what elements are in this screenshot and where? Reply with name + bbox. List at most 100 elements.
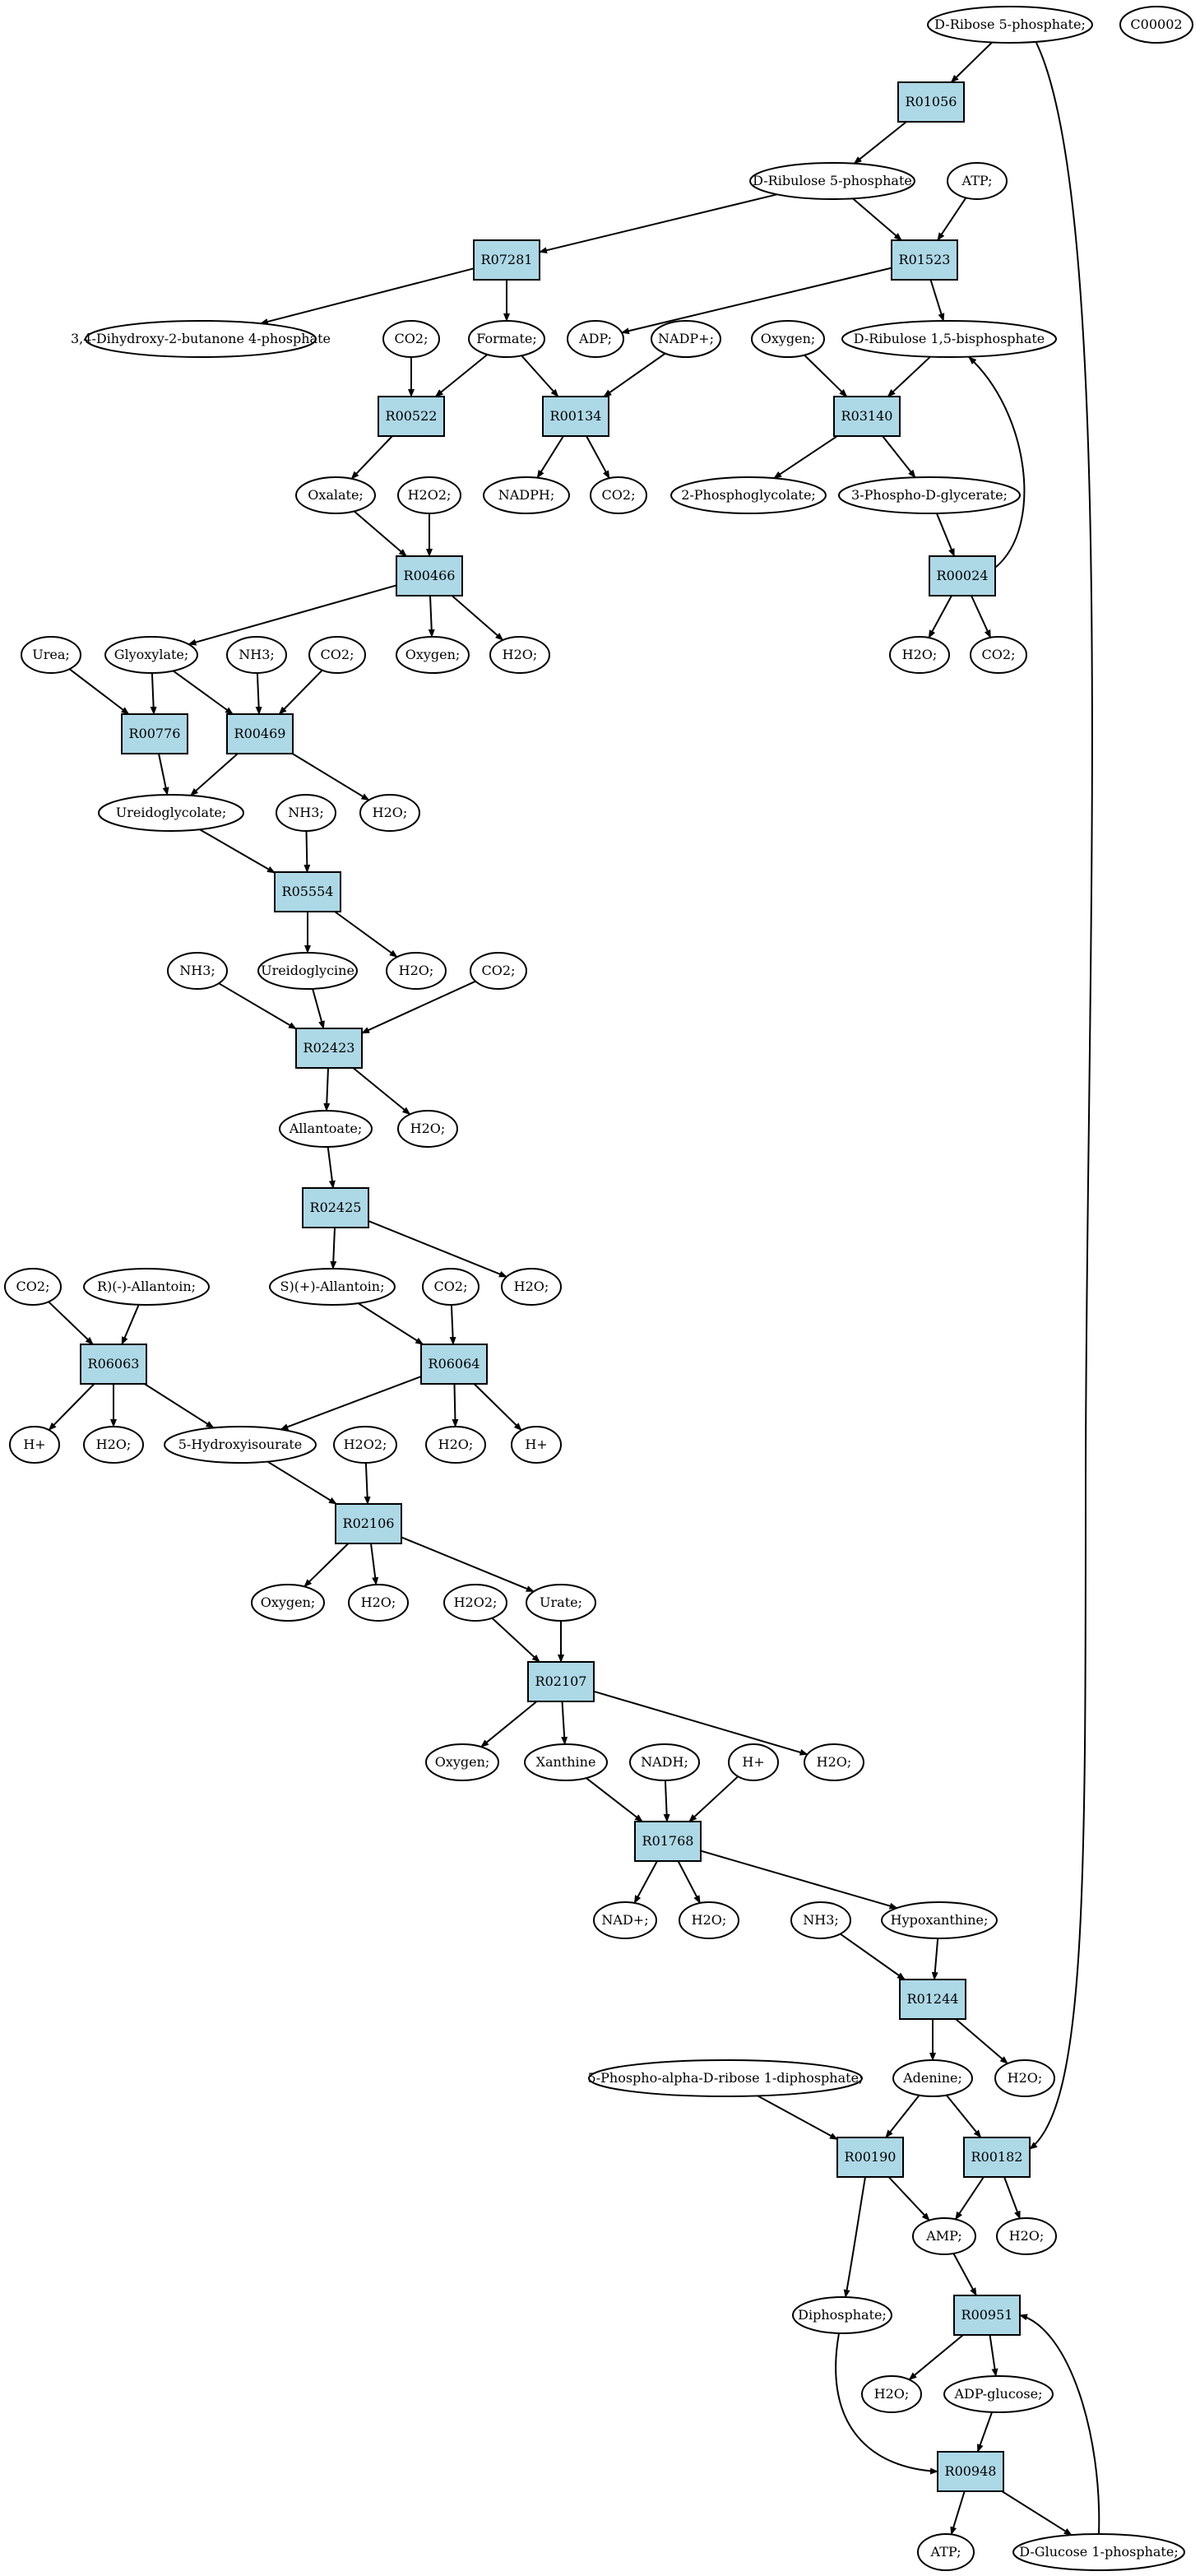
reaction-node-r02106[interactable]: R02106 xyxy=(335,1503,402,1544)
compound-node-c_h2o_d[interactable]: H2O; xyxy=(386,952,447,990)
reaction-node-r00024[interactable]: R00024 xyxy=(929,555,996,596)
node-label: R00134 xyxy=(550,408,602,424)
compound-node-c_co2_g[interactable]: CO2; xyxy=(422,1268,480,1306)
compound-node-c_oxalate[interactable]: Oxalate; xyxy=(295,476,376,514)
compound-node-c_3pg[interactable]: 3-Phospho-D-glycerate; xyxy=(838,476,1021,514)
compound-node-c_oxygen_b[interactable]: Oxygen; xyxy=(396,636,470,674)
reaction-node-r02423[interactable]: R02423 xyxy=(295,1028,363,1069)
reaction-node-r00948[interactable]: R00948 xyxy=(937,2451,1004,2492)
compound-node-c_dhbp[interactable]: 3,4-Dihydroxy-2-butanone 4-phosphate xyxy=(71,320,331,358)
compound-node-c_hplus_c[interactable]: H+ xyxy=(728,1743,779,1781)
edge-r00190-to-c_amp xyxy=(887,2176,930,2221)
compound-node-c_prpp[interactable]: 5-Phospho-alpha-D-ribose 1-diphosphate; xyxy=(588,2059,864,2097)
compound-node-c_h2o2_c[interactable]: H2O2; xyxy=(443,1584,507,1622)
reaction-node-r02425[interactable]: R02425 xyxy=(302,1187,369,1228)
edge-r00469-to-c_ureidoglycolate xyxy=(190,753,239,796)
compound-node-c_adp[interactable]: ADP; xyxy=(567,320,624,358)
compound-node-c_ureidoglycine[interactable]: Ureidoglycine xyxy=(257,952,358,990)
compound-node-c_adpglucose[interactable]: ADP-glucose; xyxy=(943,2375,1054,2413)
compound-node-c_urate[interactable]: Urate; xyxy=(526,1584,596,1622)
compound-node-c_co2_c[interactable]: CO2; xyxy=(308,636,366,674)
compound-node-c_h2o_n[interactable]: H2O; xyxy=(861,2375,922,2413)
compound-node-c_2pg[interactable]: 2-Phosphoglycolate; xyxy=(670,476,827,514)
edge-r00466-to-c_glyoxylate xyxy=(188,584,397,646)
reaction-node-r01244[interactable]: R01244 xyxy=(899,1979,966,2020)
compound-node-c_co2_a[interactable]: CO2; xyxy=(382,320,440,358)
compound-node-c_xanthine[interactable]: Xanthine xyxy=(524,1743,608,1781)
compound-node-c_hplus_b[interactable]: H+ xyxy=(511,1426,562,1464)
compound-node-c_nadp[interactable]: NADP+; xyxy=(651,320,721,358)
reaction-node-r01768[interactable]: R01768 xyxy=(634,1821,702,1862)
edge-r00776-to-c_ureidoglycolate xyxy=(158,753,169,796)
reaction-node-r00469[interactable]: R00469 xyxy=(226,713,294,754)
compound-node-c_h2o_j[interactable]: H2O; xyxy=(804,1743,864,1781)
compound-node-c_h2o2_b[interactable]: H2O2; xyxy=(333,1426,397,1464)
compound-node-c_ureidoglycolate[interactable]: Ureidoglycolate; xyxy=(98,794,244,832)
compound-node-c_co2_e[interactable]: CO2; xyxy=(470,952,527,990)
compound-node-c_co2_d[interactable]: CO2; xyxy=(970,636,1027,674)
compound-node-c_nh3_a[interactable]: NH3; xyxy=(226,636,287,674)
compound-node-c_h2o_k[interactable]: H2O; xyxy=(679,1901,739,1939)
compound-node-c_h2o2_a[interactable]: H2O2; xyxy=(397,476,461,514)
reaction-node-r03140[interactable]: R03140 xyxy=(833,396,901,437)
compound-node-c_h2o_l[interactable]: H2O; xyxy=(994,2059,1055,2097)
compound-node-c_h2o_e[interactable]: H2O; xyxy=(397,1110,458,1148)
compound-node-c_amp[interactable]: AMP; xyxy=(912,2217,976,2255)
compound-node-c_co2_b[interactable]: CO2; xyxy=(590,476,647,514)
edge-c_adenine-to-r00190 xyxy=(885,2095,920,2138)
reaction-node-r06063[interactable]: R06063 xyxy=(80,1344,147,1385)
compound-node-c_h2o_h[interactable]: H2O; xyxy=(425,1426,486,1464)
reaction-node-r07281[interactable]: R07281 xyxy=(473,239,540,281)
reaction-node-r00522[interactable]: R00522 xyxy=(378,396,445,437)
compound-node-c_g1p[interactable]: D-Glucose 1-phosphate; xyxy=(1012,2533,1185,2571)
compound-node-c_h2o_m[interactable]: H2O; xyxy=(996,2217,1057,2255)
compound-node-c_oxygen_d[interactable]: Oxygen; xyxy=(425,1743,499,1781)
compound-node-c_glyoxylate[interactable]: Glyoxylate; xyxy=(104,636,198,674)
compound-node-c_h2o_a[interactable]: H2O; xyxy=(489,636,550,674)
compound-node-c_hplus_a[interactable]: H+ xyxy=(9,1426,60,1464)
reaction-node-r02107[interactable]: R02107 xyxy=(527,1661,595,1702)
reaction-node-r00182[interactable]: R00182 xyxy=(963,2137,1031,2178)
node-label: H2O; xyxy=(902,647,938,662)
compound-node-c_h2o_i[interactable]: H2O; xyxy=(348,1584,409,1622)
reaction-node-r01523[interactable]: R01523 xyxy=(891,239,958,281)
compound-node-c_allantoate[interactable]: Allantoate; xyxy=(279,1110,373,1148)
compound-node-c_h2o_f[interactable]: H2O; xyxy=(501,1268,562,1306)
compound-node-c_s_allantoin[interactable]: S)(+)-Allantoin; xyxy=(269,1268,396,1306)
compound-node-c_h2o_g[interactable]: H2O; xyxy=(83,1426,144,1464)
compound-node-c_urea[interactable]: Urea; xyxy=(21,636,81,674)
compound-node-c_nh3_b[interactable]: NH3; xyxy=(276,794,336,832)
compound-node-c_nh3_c[interactable]: NH3; xyxy=(167,952,228,990)
compound-node-c_diphosphate[interactable]: Diphosphate; xyxy=(792,2296,892,2334)
compound-node-c_nh3_d[interactable]: NH3; xyxy=(790,1901,851,1939)
compound-node-c_nad[interactable]: NAD+; xyxy=(593,1901,657,1939)
compound-node-c_hypoxanthine[interactable]: Hypoxanthine; xyxy=(881,1901,998,1939)
node-label: H2O; xyxy=(1009,2228,1045,2244)
compound-node-c_c00002[interactable]: C00002 xyxy=(1119,6,1193,44)
compound-node-c_ru5p[interactable]: D-Ribulose 5-phosphate xyxy=(749,162,915,200)
compound-node-c_oxygen_c[interactable]: Oxygen; xyxy=(251,1584,325,1622)
reaction-node-r00466[interactable]: R00466 xyxy=(396,555,463,596)
compound-node-c_nadh[interactable]: NADH; xyxy=(629,1743,700,1781)
reaction-node-r05554[interactable]: R05554 xyxy=(274,871,341,912)
compound-node-c_co2_f[interactable]: CO2; xyxy=(4,1268,62,1306)
compound-node-c_r_allantoin[interactable]: R)(-)-Allantoin; xyxy=(83,1268,210,1306)
reaction-node-r06064[interactable]: R06064 xyxy=(420,1344,488,1385)
reaction-node-r00776[interactable]: R00776 xyxy=(121,713,188,754)
compound-node-c_formate[interactable]: Formate; xyxy=(468,320,545,358)
reaction-node-r01056[interactable]: R01056 xyxy=(897,81,965,123)
compound-node-c_h2o_b[interactable]: H2O; xyxy=(889,636,950,674)
compound-node-c_oxygen_a[interactable]: Oxygen; xyxy=(751,320,825,358)
compound-node-c_adenine[interactable]: Adenine; xyxy=(892,2059,973,2097)
compound-node-c_h2o_c[interactable]: H2O; xyxy=(359,794,420,832)
compound-node-c_nadph[interactable]: NADPH; xyxy=(483,476,570,514)
compound-node-c_atp2[interactable]: ATP; xyxy=(917,2533,975,2571)
compound-node-c_rubp[interactable]: D-Ribulose 1,5-bisphosphate xyxy=(841,320,1057,358)
compound-node-c_5hiu[interactable]: 5-Hydroxyisourate xyxy=(164,1426,317,1464)
compound-node-c_r5p[interactable]: D-Ribose 5-phosphate; xyxy=(927,6,1093,44)
edge-c_adpglucose-to-r00948 xyxy=(976,2411,994,2453)
compound-node-c_atp1[interactable]: ATP; xyxy=(947,162,1008,200)
reaction-node-r00951[interactable]: R00951 xyxy=(953,2295,1021,2336)
reaction-node-r00190[interactable]: R00190 xyxy=(836,2137,904,2178)
reaction-node-r00134[interactable]: R00134 xyxy=(542,396,609,437)
